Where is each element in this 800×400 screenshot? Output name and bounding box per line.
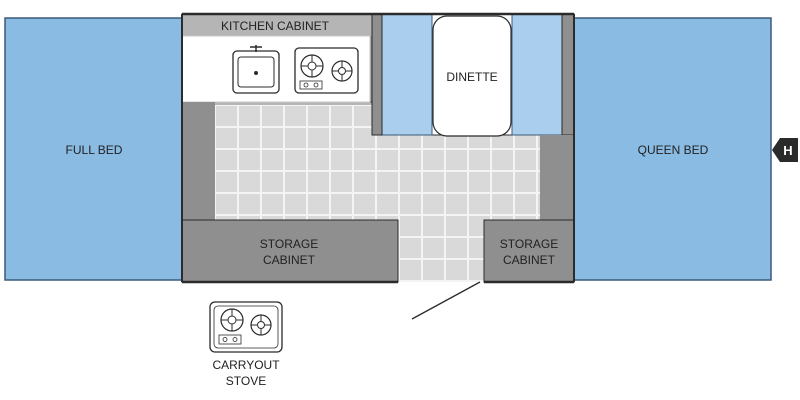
queen-bed-area (573, 17, 772, 281)
sink-icon (232, 45, 280, 94)
storage-cabinet-left-label-2: CABINET (263, 253, 316, 267)
hitch-marker-label: H (783, 143, 792, 158)
hitch-marker: H (772, 138, 798, 162)
kitchen-cabinet-label-strip (182, 14, 372, 36)
storage-cabinet-right-label-1: STORAGE (500, 237, 558, 251)
storage-cabinet-right-label-2: CABINET (503, 253, 556, 267)
floor-dinette-gap (372, 135, 540, 225)
storage-cabinet-left (181, 219, 399, 283)
storage-cabinet-right (483, 219, 575, 283)
carryout-stove-label-2: STOVE (226, 374, 266, 388)
carryout-stove-icon (209, 301, 283, 353)
dinette-label: DINETTE (446, 70, 497, 84)
entry-door (411, 281, 481, 320)
left-side-panel (182, 102, 215, 220)
dinette-table (432, 15, 512, 137)
storage-cabinet-left-label-1: STORAGE (260, 237, 318, 251)
kitchen-cabinet-label: KITCHEN CABINET (221, 19, 330, 33)
full-bed-label: FULL BED (66, 143, 123, 157)
right-side-panel (540, 135, 574, 220)
carryout-stove-label-1: CARRYOUT (212, 358, 280, 372)
dinette-seat-right (511, 13, 563, 136)
dinette-seat-right-back (561, 13, 575, 136)
cooktop-icon (294, 47, 359, 94)
full-bed-area (4, 17, 184, 281)
queen-bed-label: QUEEN BED (638, 143, 709, 157)
dinette-seat-left (381, 13, 433, 136)
dinette-seat-left-back (371, 13, 383, 136)
